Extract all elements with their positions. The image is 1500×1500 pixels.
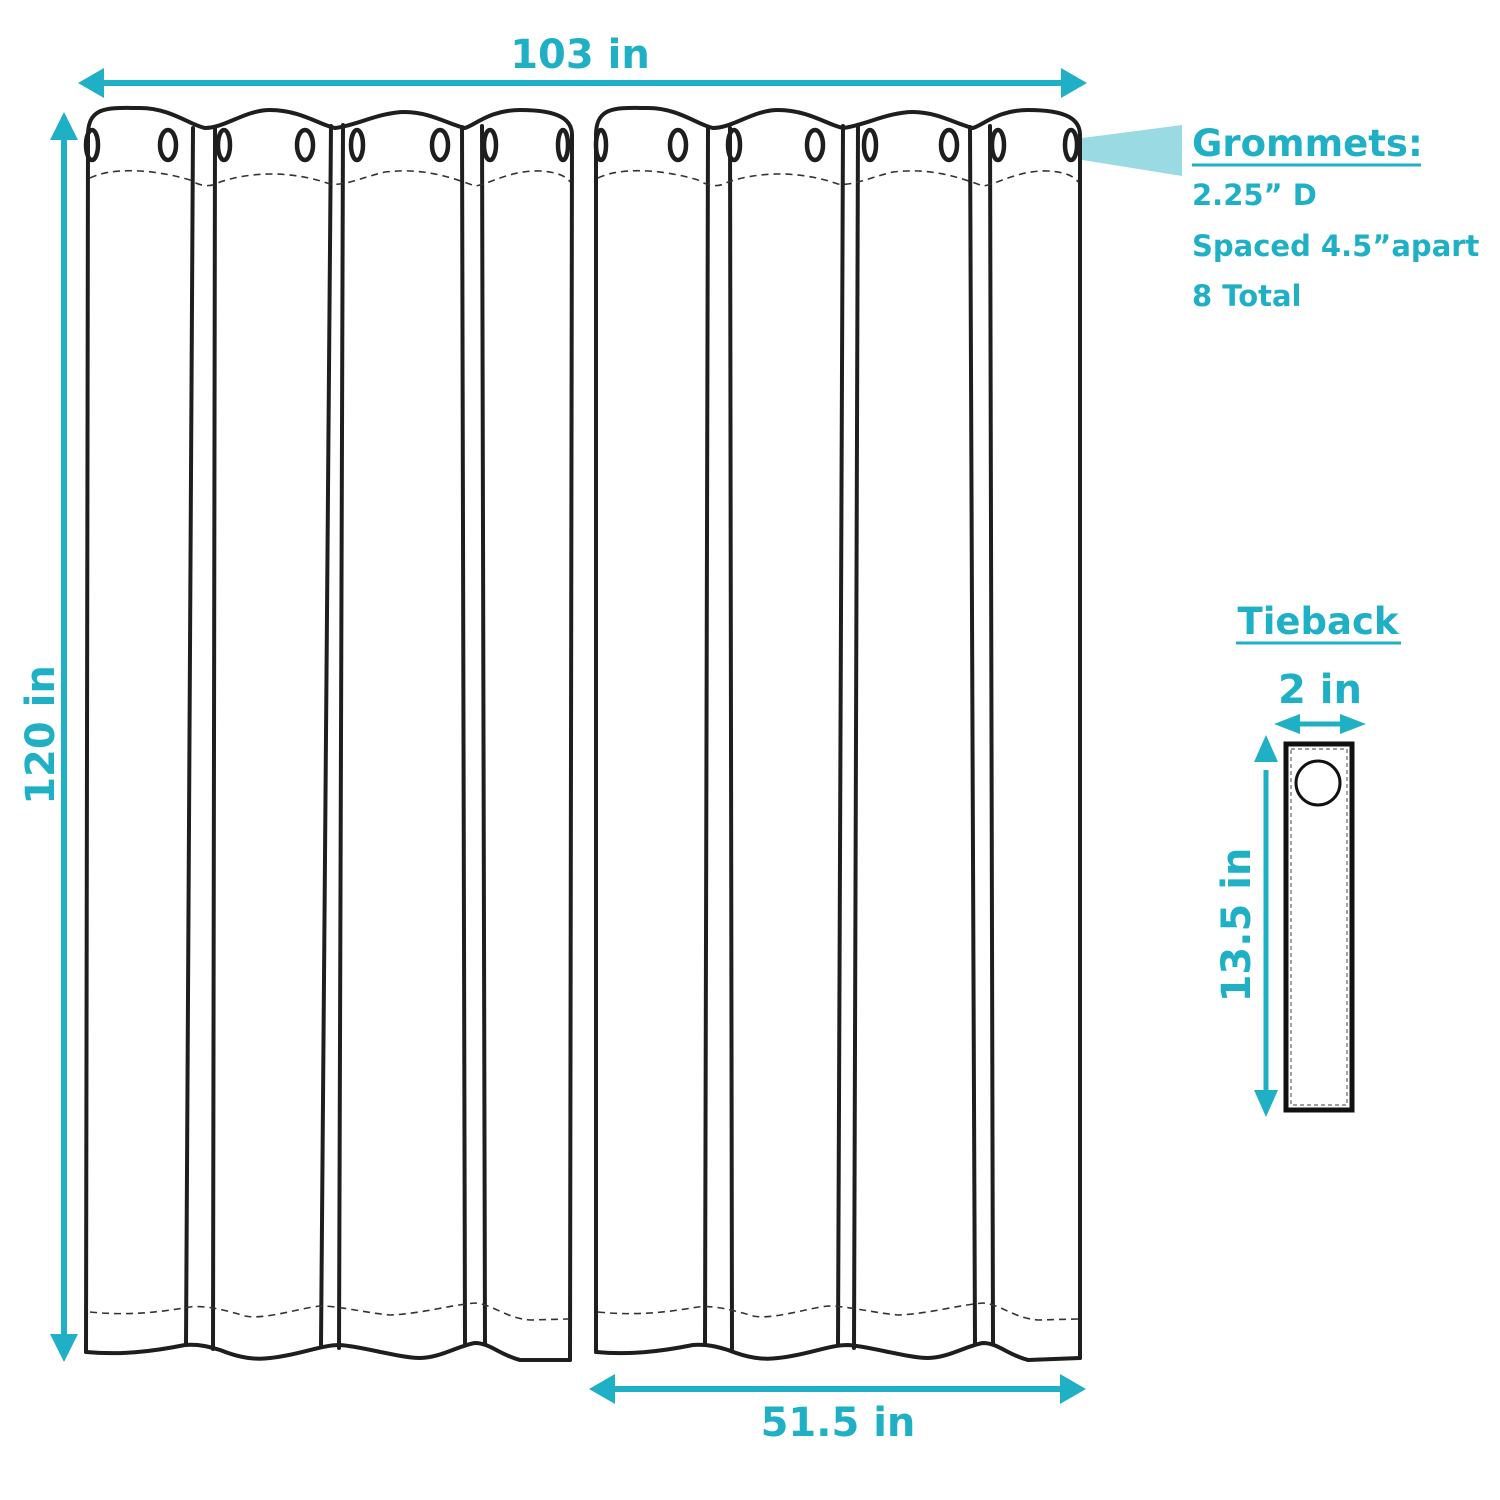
grommet-spacing: Spaced 4.5”apart [1192,229,1480,263]
arrow-left-icon [589,1374,615,1404]
total-width-label: 103 in [510,32,650,78]
panel-top-edge [594,105,1082,137]
panel-right-edge [568,133,574,1362]
grommet-icon [938,127,960,163]
fold-line [337,123,345,1350]
arrow-up-icon [50,112,78,140]
arrow-right-icon [1340,714,1366,734]
curtain-panel-right [593,105,1082,1362]
tieback-stitch [1290,748,1348,1106]
curtain-panel-left [83,105,574,1362]
grommet-icon [667,127,689,163]
fold-line [968,125,977,1345]
grommet-callout: Grommets: 2.25” D Spaced 4.5”apart 8 Tot… [1082,122,1480,313]
top-hem-stitch [597,169,1079,187]
fold-line [703,126,710,1347]
arrow-up-icon [1254,735,1278,762]
grommets-title: Grommets: [1192,122,1423,165]
grommet-icon [804,127,826,163]
arrow-down-icon [50,1334,78,1362]
grommet-count: 8 Total [1192,279,1302,313]
top-hem-stitch [89,169,571,187]
fold-line [988,124,995,1346]
grommet-icon [593,127,609,163]
tieback-length-label: 13.5 in [1214,848,1260,1003]
grommet-icon [215,127,233,163]
grommet-icon [481,127,499,163]
panel-width-label: 51.5 in [761,1400,916,1446]
tieback-title: Tieback [1237,600,1399,643]
grommet-icon [348,127,366,163]
fold-line [319,124,333,1347]
bottom-hem-stitch [89,1302,569,1321]
grommet-icon [861,127,879,163]
grommet-icon [1062,127,1080,163]
tieback-width-label: 2 in [1278,667,1362,713]
grommet-icon [725,127,743,163]
panel-top-edge [86,105,574,137]
fold-line [184,126,195,1347]
length-label: 120 in [18,665,64,805]
tieback-diagram: Tieback 2 in 13.5 in [1214,600,1401,1117]
fold-line [836,124,845,1347]
grommet-icon [294,127,316,163]
fold-line [211,126,217,1351]
panel-width-dimension: 51.5 in [589,1374,1086,1446]
panel-bottom-edge [594,1341,1082,1362]
grommet-icon [429,127,451,163]
grommet-icon [157,127,179,163]
arrow-right-icon [1060,1374,1086,1404]
length-dimension: 120 in [18,112,78,1362]
arrow-left-icon [1274,714,1300,734]
fold-line [480,124,487,1346]
arrow-down-icon [1254,1090,1278,1117]
panel-left-edge [84,133,90,1354]
fold-line [728,126,734,1351]
tieback-grommet-icon [1294,759,1342,807]
grommet-icon [555,127,571,163]
callout-pointer-icon [1082,125,1182,176]
arrow-left-icon [78,68,104,98]
panel-bottom-edge [84,1341,572,1362]
arrow-right-icon [1061,68,1087,98]
grommet-diameter: 2.25” D [1192,178,1317,212]
grommet-icon [83,127,101,163]
fold-line [460,125,467,1345]
bottom-hem-stitch [597,1302,1079,1321]
grommet-icon [989,127,1007,163]
tieback-strip [1283,741,1355,1113]
fold-line [852,123,860,1350]
total-width-dimension: 103 in [78,32,1087,98]
